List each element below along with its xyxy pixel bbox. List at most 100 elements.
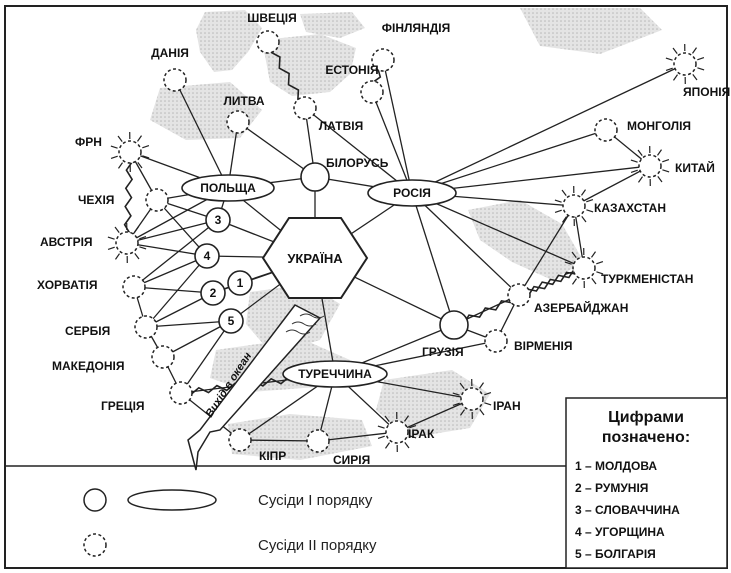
second-order-label-avstriia: АВСТРІЯ	[40, 235, 93, 249]
numbered-label-n5: 5	[228, 314, 235, 328]
second-order-node-finliandiia	[371, 48, 395, 72]
second-order-node-azerbaidzhan	[507, 283, 531, 307]
nodes-layer: УКРАЇНА ПОЛЬЩА РОСІЯ ТУРЕЧЧИНА БІЛОРУСЬ ГРУЗІ…	[37, 11, 730, 467]
first-order-label-rosiia: РОСІЯ	[393, 186, 431, 200]
link-n3-avstriia	[126, 219, 219, 244]
second-order-label-latviia: ЛАТВІЯ	[319, 119, 363, 133]
link-polshcha-daniia	[174, 79, 229, 189]
note-item-5: 5 – БОЛГАРІЯ	[575, 547, 656, 561]
numbered-node-n4	[194, 243, 220, 269]
numbered-label-n4: 4	[204, 249, 211, 263]
second-order-label-kytai: КИТАЙ	[675, 160, 715, 175]
note-item-2: 2 – РУМУНІЯ	[575, 481, 648, 495]
link-rosiia-yaponiia	[411, 63, 686, 194]
notes-panel: Цифрами позначено: 1 – МОЛДОВА 2 – РУМУН…	[575, 409, 690, 561]
center-label: УКРАЇНА	[287, 251, 343, 266]
link-rosiia-turkmenistan	[411, 192, 585, 269]
second-order-label-gretsiia: ГРЕЦІЯ	[101, 399, 145, 413]
link-kytai-kazakhstan	[573, 165, 651, 207]
link-rosiia-estoniia	[371, 91, 413, 194]
numbered-node-n2	[200, 280, 226, 306]
second-order-label-mongoliia: МОНГОЛІЯ	[627, 119, 691, 133]
legend: Сусіди І порядку Сусіди ІІ порядку	[83, 488, 377, 557]
sun-rays-turkmenistan	[564, 247, 604, 289]
second-order-node-virmeniia	[484, 329, 508, 353]
link-n5-gretsiia	[180, 320, 232, 394]
link-n3-khorvatiia	[133, 219, 219, 288]
second-order-label-irak: ІРАК	[408, 427, 435, 441]
legend-first-order-ellipse	[127, 489, 217, 511]
note-item-4: 4 – УГОРЩИНА	[575, 525, 665, 539]
link-n5-serbiia	[145, 320, 232, 328]
link-n4-serbiia	[145, 255, 208, 328]
first-order-node-turechchyna	[282, 360, 388, 388]
second-order-node-syriia	[306, 429, 330, 453]
second-order-node-irak	[385, 420, 409, 444]
first-order-label-turechchyna: ТУРЕЧЧИНА	[298, 367, 372, 381]
link-n2-khorvatiia	[133, 286, 214, 294]
link-n4-khorvatiia	[133, 255, 208, 288]
note-item-3: 3 – СЛОВАЧЧИНА	[575, 503, 680, 517]
second-order-node-frn	[118, 140, 142, 164]
second-order-node-khorvatiia	[122, 275, 146, 299]
second-order-node-serbiia	[134, 315, 158, 339]
second-order-node-avstriia	[115, 231, 139, 255]
link-irak-syriia	[317, 431, 398, 442]
numbered-label-n2: 2	[210, 286, 217, 300]
numbered-label-n3: 3	[215, 213, 222, 227]
border-link-shvetsiia-latviia	[267, 41, 308, 108]
notes-title-line2: позначено:	[602, 429, 690, 446]
first-order-node-gruziia	[439, 310, 469, 340]
second-order-node-estoniia	[360, 80, 384, 104]
second-order-node-kytai	[638, 154, 662, 178]
second-order-label-kazakhstan: КАЗАХСТАН	[594, 201, 666, 215]
second-order-node-gretsiia	[169, 381, 193, 405]
numbered-node-n3	[205, 207, 231, 233]
numbered-label-n1: 1	[237, 276, 244, 290]
second-order-node-turkmenistan	[572, 256, 596, 280]
second-order-label-turkmenistan: ТУРКМЕНІСТАН	[601, 272, 693, 286]
center-hexagon	[261, 217, 369, 299]
second-order-label-yaponiia: ЯПОНІЯ	[683, 85, 730, 99]
border-link-avstriia-frn	[123, 151, 134, 244]
notes-title-line1: Цифрами	[608, 409, 684, 426]
sun-rays-frn	[110, 131, 150, 173]
sun-rays-kytai	[630, 145, 670, 187]
second-order-node-iran	[460, 387, 484, 411]
second-order-node-makedoniia	[151, 345, 175, 369]
sun-rays-kazakhstan	[554, 185, 594, 227]
sun-rays-avstriia	[107, 222, 147, 264]
second-order-label-estoniia: ЕСТОНІЯ	[325, 63, 378, 77]
second-order-label-serbiia: СЕРБІЯ	[65, 324, 110, 338]
numbered-node-n1	[227, 270, 253, 296]
second-order-node-latviia	[293, 96, 317, 120]
second-order-node-kipr	[228, 428, 252, 452]
note-item-1: 1 – МОЛДОВА	[575, 459, 657, 473]
first-order-label-bilorus: БІЛОРУСЬ	[326, 156, 389, 170]
link-rosiia-finliandiia	[382, 59, 413, 194]
sun-rays-irak	[377, 411, 417, 453]
link-rosiia-azerbaidzhan	[411, 192, 520, 296]
second-order-label-makedoniia: МАКЕДОНІЯ	[52, 359, 125, 373]
legend-first-order-text: Сусіди І порядку	[258, 492, 373, 509]
link-rosiia-mongoliia	[411, 129, 607, 194]
sun-rays-yaponiia	[665, 43, 705, 85]
border-link-turkmenistan-azerbaidzhan	[519, 267, 585, 299]
second-order-label-chekhiia: ЧЕХІЯ	[78, 193, 114, 207]
second-order-label-kipr: КІПР	[259, 449, 286, 463]
second-order-node-chekhiia	[145, 188, 169, 212]
link-kipr-syriia	[239, 439, 319, 442]
second-order-label-iran: ІРАН	[493, 399, 521, 413]
second-order-label-syriia: СИРІЯ	[333, 453, 370, 467]
link-n5-makedoniia	[162, 320, 232, 358]
second-order-label-shvetsiia: ШВЕЦІЯ	[247, 11, 296, 25]
second-order-node-mongoliia	[594, 118, 618, 142]
legend-second-order-circle	[83, 533, 107, 557]
first-order-label-gruziia: ГРУЗІЯ	[422, 345, 464, 359]
notes-box	[565, 397, 728, 569]
second-order-label-frn: ФРН	[75, 135, 102, 149]
link-irak-iran	[396, 398, 473, 433]
first-order-label-polshcha: ПОЛЬЩА	[200, 181, 256, 195]
second-order-label-azerbaidzhan: АЗЕРБАЙДЖАН	[534, 300, 628, 315]
second-order-label-daniia: ДАНІЯ	[151, 46, 189, 60]
